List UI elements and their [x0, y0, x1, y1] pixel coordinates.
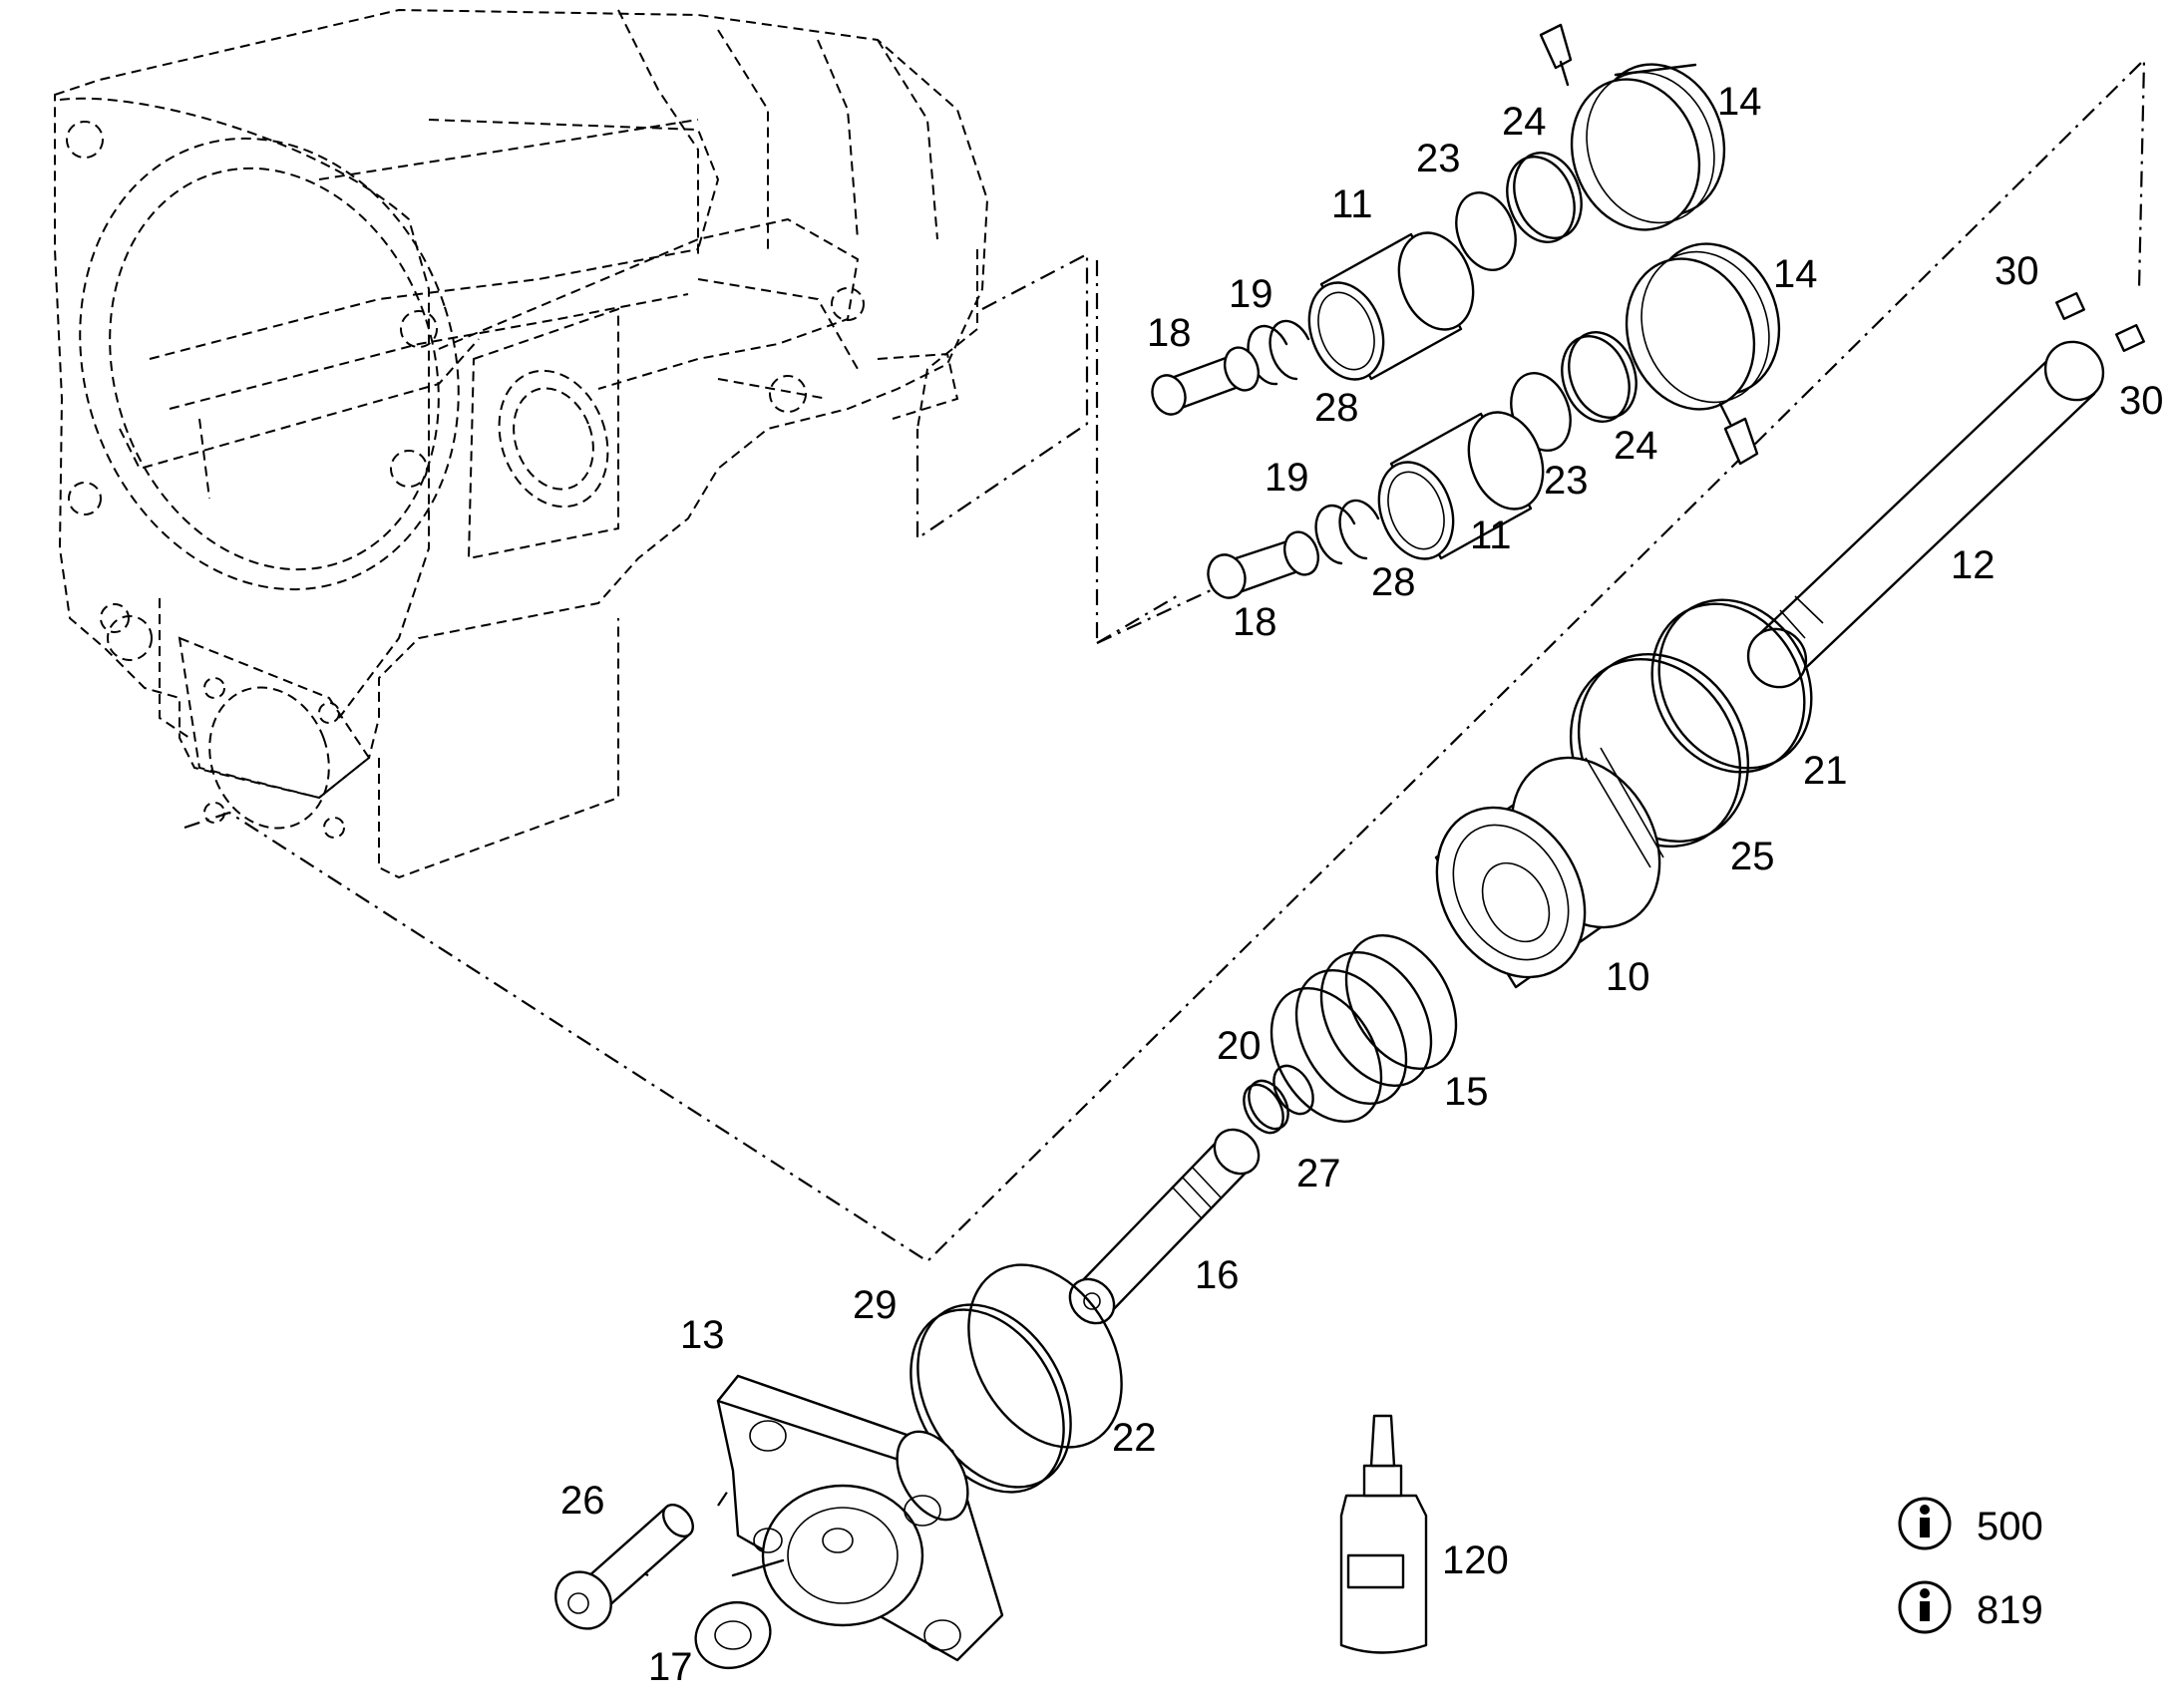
callout-25: 25: [1730, 835, 1775, 878]
callout-27: 27: [1296, 1152, 1341, 1196]
part-12-rod: [1746, 340, 2105, 689]
part-11-sleeve-upper: [1307, 231, 1475, 381]
callout-21: 21: [1803, 749, 1848, 793]
part-15-spring: [1270, 933, 1458, 1124]
info-icon: [1898, 1497, 1952, 1634]
part-17-nut: [694, 1558, 785, 1669]
callout-22: 22: [1112, 1416, 1157, 1460]
callout-14: 14: [1773, 252, 1818, 296]
pump-housing: [54, 8, 989, 879]
callout-26: 26: [560, 1479, 605, 1523]
callout-11: 11: [1331, 182, 1373, 226]
part-24-23-rings-upper: [1455, 152, 1583, 271]
part-18-pins: [1151, 346, 1320, 599]
part-11-sleeve-lower: [1377, 411, 1545, 560]
callout-19: 19: [1229, 272, 1273, 316]
part-14-lower-cap: [1625, 242, 1781, 466]
part-10-piston: [1434, 747, 1664, 989]
callout-17: 17: [648, 1645, 693, 1689]
callout-15: 15: [1444, 1070, 1489, 1114]
callout-30: 30: [1995, 249, 2039, 293]
callout-16: 16: [1195, 1253, 1240, 1297]
part-30-plugs: [2055, 291, 2145, 353]
callout-24: 24: [1614, 424, 1658, 468]
callout-28: 28: [1371, 560, 1416, 604]
callout-30: 30: [2119, 379, 2164, 423]
callout-28: 28: [1314, 386, 1359, 430]
callout-12: 12: [1951, 543, 1996, 587]
callout-23: 23: [1544, 459, 1589, 503]
part-20-27-rings: [1243, 1064, 1314, 1135]
callout-14: 14: [1717, 80, 1762, 124]
part-120-adhesive-bottle: [1339, 1414, 1428, 1654]
callout-19: 19: [1265, 456, 1309, 500]
callout-120: 120: [1442, 1538, 1509, 1582]
callout-13: 13: [680, 1313, 725, 1357]
callout-labels: 14 24 23 11 14 30 30 19 18 28 24 23 19 1…: [560, 80, 2164, 1689]
part-26-screw: [554, 1504, 694, 1630]
info-ref-819: 819: [1977, 1588, 2043, 1632]
callout-23: 23: [1416, 137, 1461, 180]
callout-20: 20: [1217, 1024, 1262, 1068]
callout-24: 24: [1502, 100, 1547, 144]
part-16-spool: [1068, 1128, 1261, 1325]
callout-18: 18: [1233, 600, 1277, 644]
part-14-upper-cap: [1539, 23, 1726, 231]
callout-29: 29: [853, 1283, 898, 1327]
callout-18: 18: [1147, 311, 1192, 355]
info-ref-500: 500: [1977, 1505, 2043, 1548]
callout-10: 10: [1606, 955, 1650, 999]
part-13-cover: [716, 1374, 1004, 1662]
callout-11: 11: [1470, 513, 1512, 557]
part-24-23-rings-lower: [1510, 331, 1637, 452]
part-19-28-snap-rings: [1247, 319, 1380, 565]
